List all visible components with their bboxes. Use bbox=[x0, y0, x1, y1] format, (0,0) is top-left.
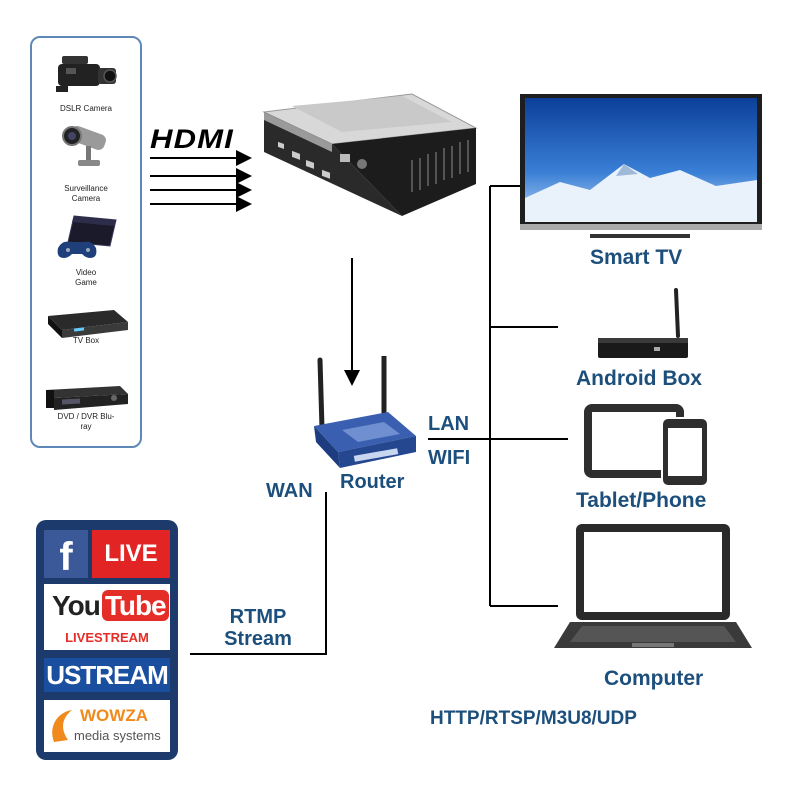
surveillance-camera-icon bbox=[62, 126, 106, 166]
source-tv-box: TV Box bbox=[32, 300, 140, 376]
rtmp-line-1: RTMP bbox=[229, 606, 287, 628]
source-label: Surveillance Camera bbox=[64, 184, 108, 203]
source-label: DVD / DVR Blu-ray bbox=[57, 412, 115, 431]
wowza-swirl-icon bbox=[52, 710, 72, 742]
wowza-logo: WOWZA media systems bbox=[44, 700, 170, 752]
ustream-logo: USTREAM bbox=[44, 658, 170, 692]
lan-label: LAN bbox=[428, 413, 470, 435]
source-devices-panel: DSLR Camera Surveillance Camera Video Ga… bbox=[30, 36, 142, 448]
laptop-icon bbox=[554, 524, 752, 648]
router-icon bbox=[314, 356, 416, 468]
wan-rtmp-line bbox=[190, 492, 327, 655]
dvd-player-icon bbox=[46, 386, 128, 410]
source-video-game: Video Game bbox=[32, 210, 140, 294]
output-label: Tablet/Phone bbox=[576, 489, 707, 512]
facebook-icon: f bbox=[44, 530, 88, 579]
rtmp-line-2: Stream bbox=[224, 628, 292, 650]
camcorder-icon bbox=[56, 56, 117, 92]
android-box-icon bbox=[598, 288, 688, 358]
tablet-phone-icon bbox=[584, 404, 709, 487]
wan-label: WAN bbox=[266, 480, 313, 502]
wowza-text: WOWZA bbox=[80, 706, 148, 725]
rtmp-label: RTMP Stream bbox=[218, 606, 298, 650]
hdmi-logo: HDMI bbox=[150, 124, 234, 154]
youtube-tube: Tube bbox=[101, 590, 169, 621]
source-label: DSLR Camera bbox=[59, 104, 112, 113]
source-label: TV Box bbox=[72, 336, 100, 345]
youtube-livestream-text: LIVESTREAM bbox=[65, 630, 149, 645]
source-dvd-dvr: DVD / DVR Blu-ray bbox=[32, 378, 140, 444]
output-label: Computer bbox=[604, 667, 704, 690]
game-console-icon bbox=[57, 215, 117, 258]
router-label: Router bbox=[340, 471, 405, 493]
output-label: Android Box bbox=[576, 367, 702, 390]
protocols-label: HTTP/RTSP/M3U8/UDP bbox=[430, 708, 637, 729]
source-label: Video Game bbox=[75, 268, 97, 287]
output-label: Smart TV bbox=[590, 246, 683, 269]
wowza-subtext: media systems bbox=[74, 728, 161, 743]
facebook-live-badge: LIVE bbox=[92, 530, 170, 578]
source-dslr-camera: DSLR Camera bbox=[32, 44, 140, 116]
wifi-label: WIFI bbox=[428, 447, 471, 469]
facebook-live-logo: f LIVE bbox=[44, 530, 170, 579]
tv-box-icon bbox=[48, 310, 128, 338]
smart-tv-icon bbox=[520, 94, 762, 238]
youtube-you: You bbox=[52, 590, 101, 621]
source-surveillance-camera: Surveillance Camera bbox=[32, 120, 140, 208]
hdmi-video-encoder-icon bbox=[262, 93, 478, 216]
